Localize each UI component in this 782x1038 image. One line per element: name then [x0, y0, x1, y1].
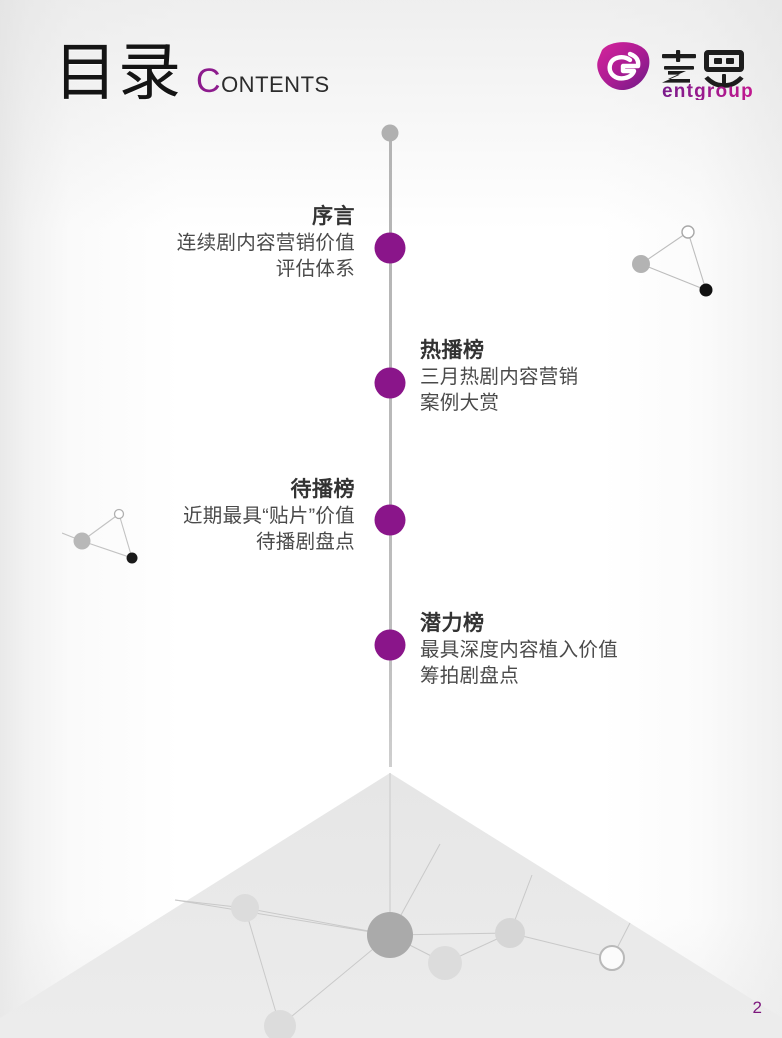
page-title-en: CONTENTS: [196, 64, 330, 98]
timeline-node-top: [381, 124, 399, 142]
timeline-node-upcoming-list[interactable]: [374, 504, 406, 536]
toc-entry-potential-list-line-1: 最具深度内容植入价值: [420, 639, 619, 662]
page-title-en-initial: C: [196, 62, 222, 100]
timeline-node-potential-list[interactable]: [374, 629, 406, 661]
toc-entry-upcoming-list-heading: 待播榜: [290, 478, 355, 501]
toc-entry-hot-list-line-2: 案例大赏: [420, 392, 500, 415]
toc-entry-potential-list-heading: 潜力榜: [420, 612, 485, 635]
toc-entry-preface-line-1: 连续剧内容营销价值: [176, 232, 355, 255]
toc-entry-upcoming-list-line-1: 近期最具“贴片”价值: [183, 505, 355, 528]
page-title-en-rest: ONTENTS: [221, 72, 330, 97]
toc-entry-preface-line-2: 评估体系: [275, 258, 355, 281]
timeline-spine: [389, 133, 392, 767]
toc-entry-hot-list-heading: 热播榜: [420, 339, 485, 362]
page-title: 目录 CONTENTS: [54, 42, 330, 105]
toc-entry-preface[interactable]: 序言 连续剧内容营销价值 评估体系: [177, 203, 355, 283]
page-title-cn: 目录: [54, 38, 182, 108]
toc-entry-upcoming-list[interactable]: 待播榜 近期最具“贴片”价值 待播剧盘点: [183, 476, 355, 556]
mountain-network-decoration: [0, 773, 782, 1038]
toc-entry-hot-list-line-1: 三月热剧内容营销: [420, 366, 579, 389]
entgroup-logo: entgroup: [597, 42, 754, 100]
timeline-node-preface[interactable]: [374, 232, 406, 264]
timeline-node-hot-list[interactable]: [374, 367, 406, 399]
logo-wordmark-en: entgroup: [662, 81, 754, 100]
toc-entry-upcoming-list-line-2: 待播剧盘点: [255, 531, 355, 554]
toc-entry-hot-list[interactable]: 热播榜 三月热剧内容营销 案例大赏: [420, 337, 578, 417]
left-network-decoration: [62, 508, 138, 564]
page-number: 2: [752, 998, 762, 1017]
toc-entry-potential-list-line-2: 筹拍剧盘点: [420, 665, 520, 688]
right-network-decoration: [632, 225, 713, 297]
toc-entry-preface-heading: 序言: [312, 205, 355, 228]
toc-entry-potential-list[interactable]: 潜力榜 最具深度内容植入价值 筹拍剧盘点: [420, 610, 618, 690]
